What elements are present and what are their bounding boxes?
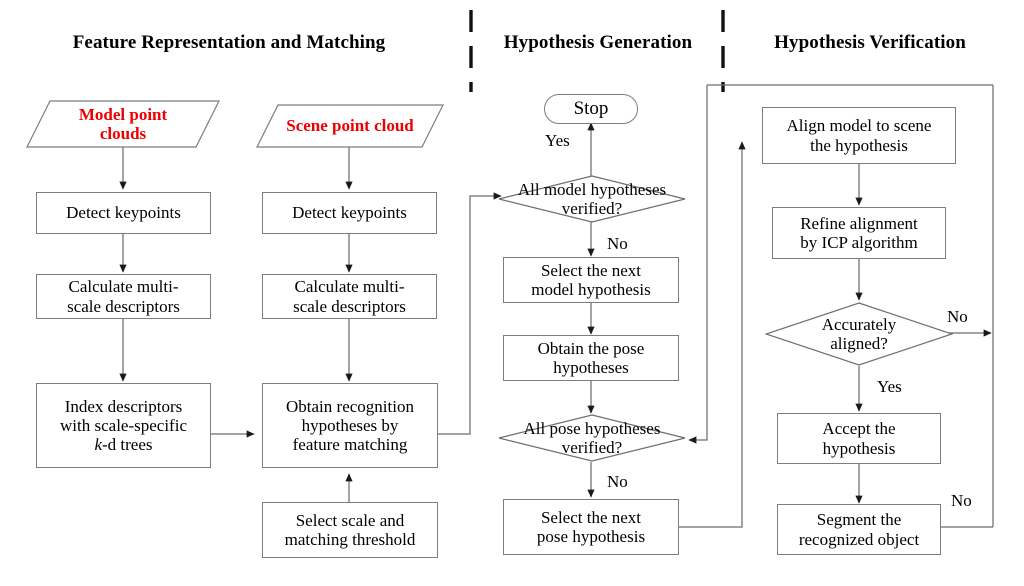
- node-label: Stop: [573, 98, 609, 120]
- node-label: All pose hypotheses verified?: [523, 418, 661, 457]
- node-label: Select scale and matching threshold: [284, 510, 416, 549]
- node-label: Calculate multi- scale descriptors: [67, 277, 180, 316]
- node-label: All model hypotheses verified?: [517, 179, 667, 218]
- node-detect-keypoints-scene[interactable]: Detect keypoints: [262, 192, 437, 234]
- node-select-next-pose-hypothesis[interactable]: Select the next pose hypothesis: [503, 499, 679, 555]
- node-label: Select the next model hypothesis: [531, 260, 651, 299]
- node-label: Segment the recognized object: [798, 510, 920, 549]
- kd-italic-k: k: [94, 435, 103, 455]
- parallelogram-shape: [256, 104, 444, 148]
- node-model-point-clouds[interactable]: Model point clouds: [26, 100, 220, 148]
- edge-label-segment-no: No: [951, 491, 972, 510]
- node-label: Calculate multi- scale descriptors: [293, 277, 406, 316]
- diamond-shape: [498, 414, 686, 462]
- node-detect-keypoints-model[interactable]: Detect keypoints: [36, 192, 211, 234]
- node-label: Detect keypoints: [292, 203, 407, 223]
- diamond-shape: [765, 302, 953, 366]
- section-title-feature: Feature Representation and Matching: [72, 32, 386, 53]
- parallelogram-shape: [26, 100, 220, 148]
- node-all-pose-hypotheses-verified[interactable]: All pose hypotheses verified?: [498, 414, 686, 462]
- node-label: Index descriptors with scale-specific k-…: [60, 396, 187, 455]
- node-index-descriptors[interactable]: Index descriptors with scale-specific k-…: [36, 383, 211, 468]
- node-label: Accept the hypothesis: [822, 419, 896, 458]
- edge-label-aligned-no: No: [947, 307, 968, 326]
- node-refine-alignment-icp[interactable]: Refine alignment by ICP algorithm: [772, 207, 946, 259]
- node-label: Model point clouds: [78, 104, 168, 143]
- node-align-model-to-scene[interactable]: Align model to scene the hypothesis: [762, 107, 956, 164]
- node-calculate-descriptors-model[interactable]: Calculate multi- scale descriptors: [36, 274, 211, 319]
- node-label: Obtain recognition hypotheses by feature…: [286, 396, 414, 455]
- node-all-model-hypotheses-verified[interactable]: All model hypotheses verified?: [498, 175, 686, 223]
- section-title-generation: Hypothesis Generation: [503, 32, 693, 53]
- edge-label-pose-no: No: [607, 472, 628, 491]
- node-label: Accurately aligned?: [821, 314, 897, 353]
- node-calculate-descriptors-scene[interactable]: Calculate multi- scale descriptors: [262, 274, 437, 319]
- edge-label-model-no: No: [607, 234, 628, 253]
- node-label: Detect keypoints: [66, 203, 181, 223]
- node-accurately-aligned[interactable]: Accurately aligned?: [765, 302, 953, 366]
- node-segment-recognized-object[interactable]: Segment the recognized object: [777, 504, 941, 555]
- node-accept-hypothesis[interactable]: Accept the hypothesis: [777, 413, 941, 464]
- section-title-verification: Hypothesis Verification: [774, 32, 966, 53]
- node-obtain-pose-hypotheses[interactable]: Obtain the pose hypotheses: [503, 335, 679, 381]
- node-stop[interactable]: Stop: [544, 94, 638, 124]
- node-select-scale-threshold[interactable]: Select scale and matching threshold: [262, 502, 438, 558]
- edge-label-stop-yes: Yes: [545, 131, 570, 150]
- node-label: Refine alignment by ICP algorithm: [800, 213, 918, 252]
- node-select-next-model-hypothesis[interactable]: Select the next model hypothesis: [503, 257, 679, 303]
- node-label: Scene point cloud: [286, 116, 414, 136]
- node-label: Obtain the pose hypotheses: [537, 338, 645, 377]
- node-scene-point-cloud[interactable]: Scene point cloud: [256, 104, 444, 148]
- diamond-shape: [498, 175, 686, 223]
- edge-label-aligned-yes: Yes: [877, 377, 902, 396]
- node-label: Select the next pose hypothesis: [536, 507, 646, 546]
- node-label: Align model to scene the hypothesis: [786, 116, 932, 155]
- node-obtain-recognition-hypotheses[interactable]: Obtain recognition hypotheses by feature…: [262, 383, 438, 468]
